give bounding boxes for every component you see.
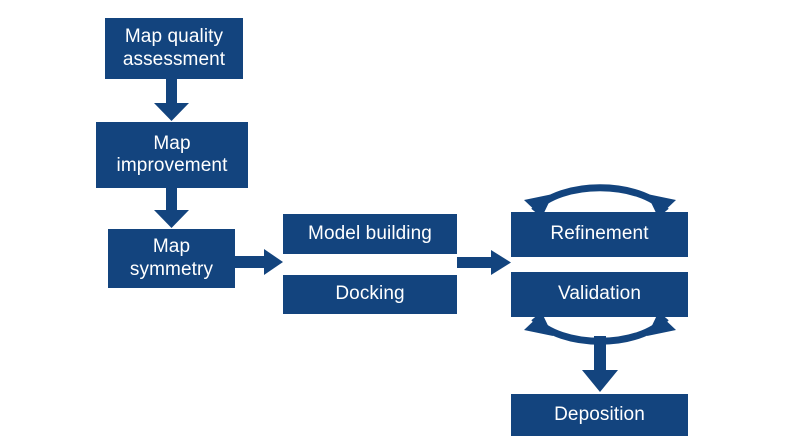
arrow-map-symmetry-to-model-group (235, 249, 283, 275)
node-refinement[interactable]: Refinement (511, 212, 688, 257)
node-map-quality-assessment[interactable]: Map quality assessment (105, 18, 243, 79)
node-docking[interactable]: Docking (283, 275, 457, 314)
cycle-arc-bottom (524, 313, 676, 345)
node-model-building[interactable]: Model building (283, 214, 457, 254)
arrow-map-quality-to-map-improvement (154, 79, 189, 121)
node-deposition[interactable]: Deposition (511, 394, 688, 436)
node-map-improvement[interactable]: Map improvement (96, 122, 248, 188)
arrow-model-group-to-refinement-group (457, 250, 511, 275)
arrow-map-improvement-to-map-symmetry (154, 188, 189, 228)
node-map-symmetry[interactable]: Map symmetry (108, 229, 235, 288)
arrow-refinement-group-to-deposition (582, 336, 618, 392)
node-validation[interactable]: Validation (511, 272, 688, 317)
